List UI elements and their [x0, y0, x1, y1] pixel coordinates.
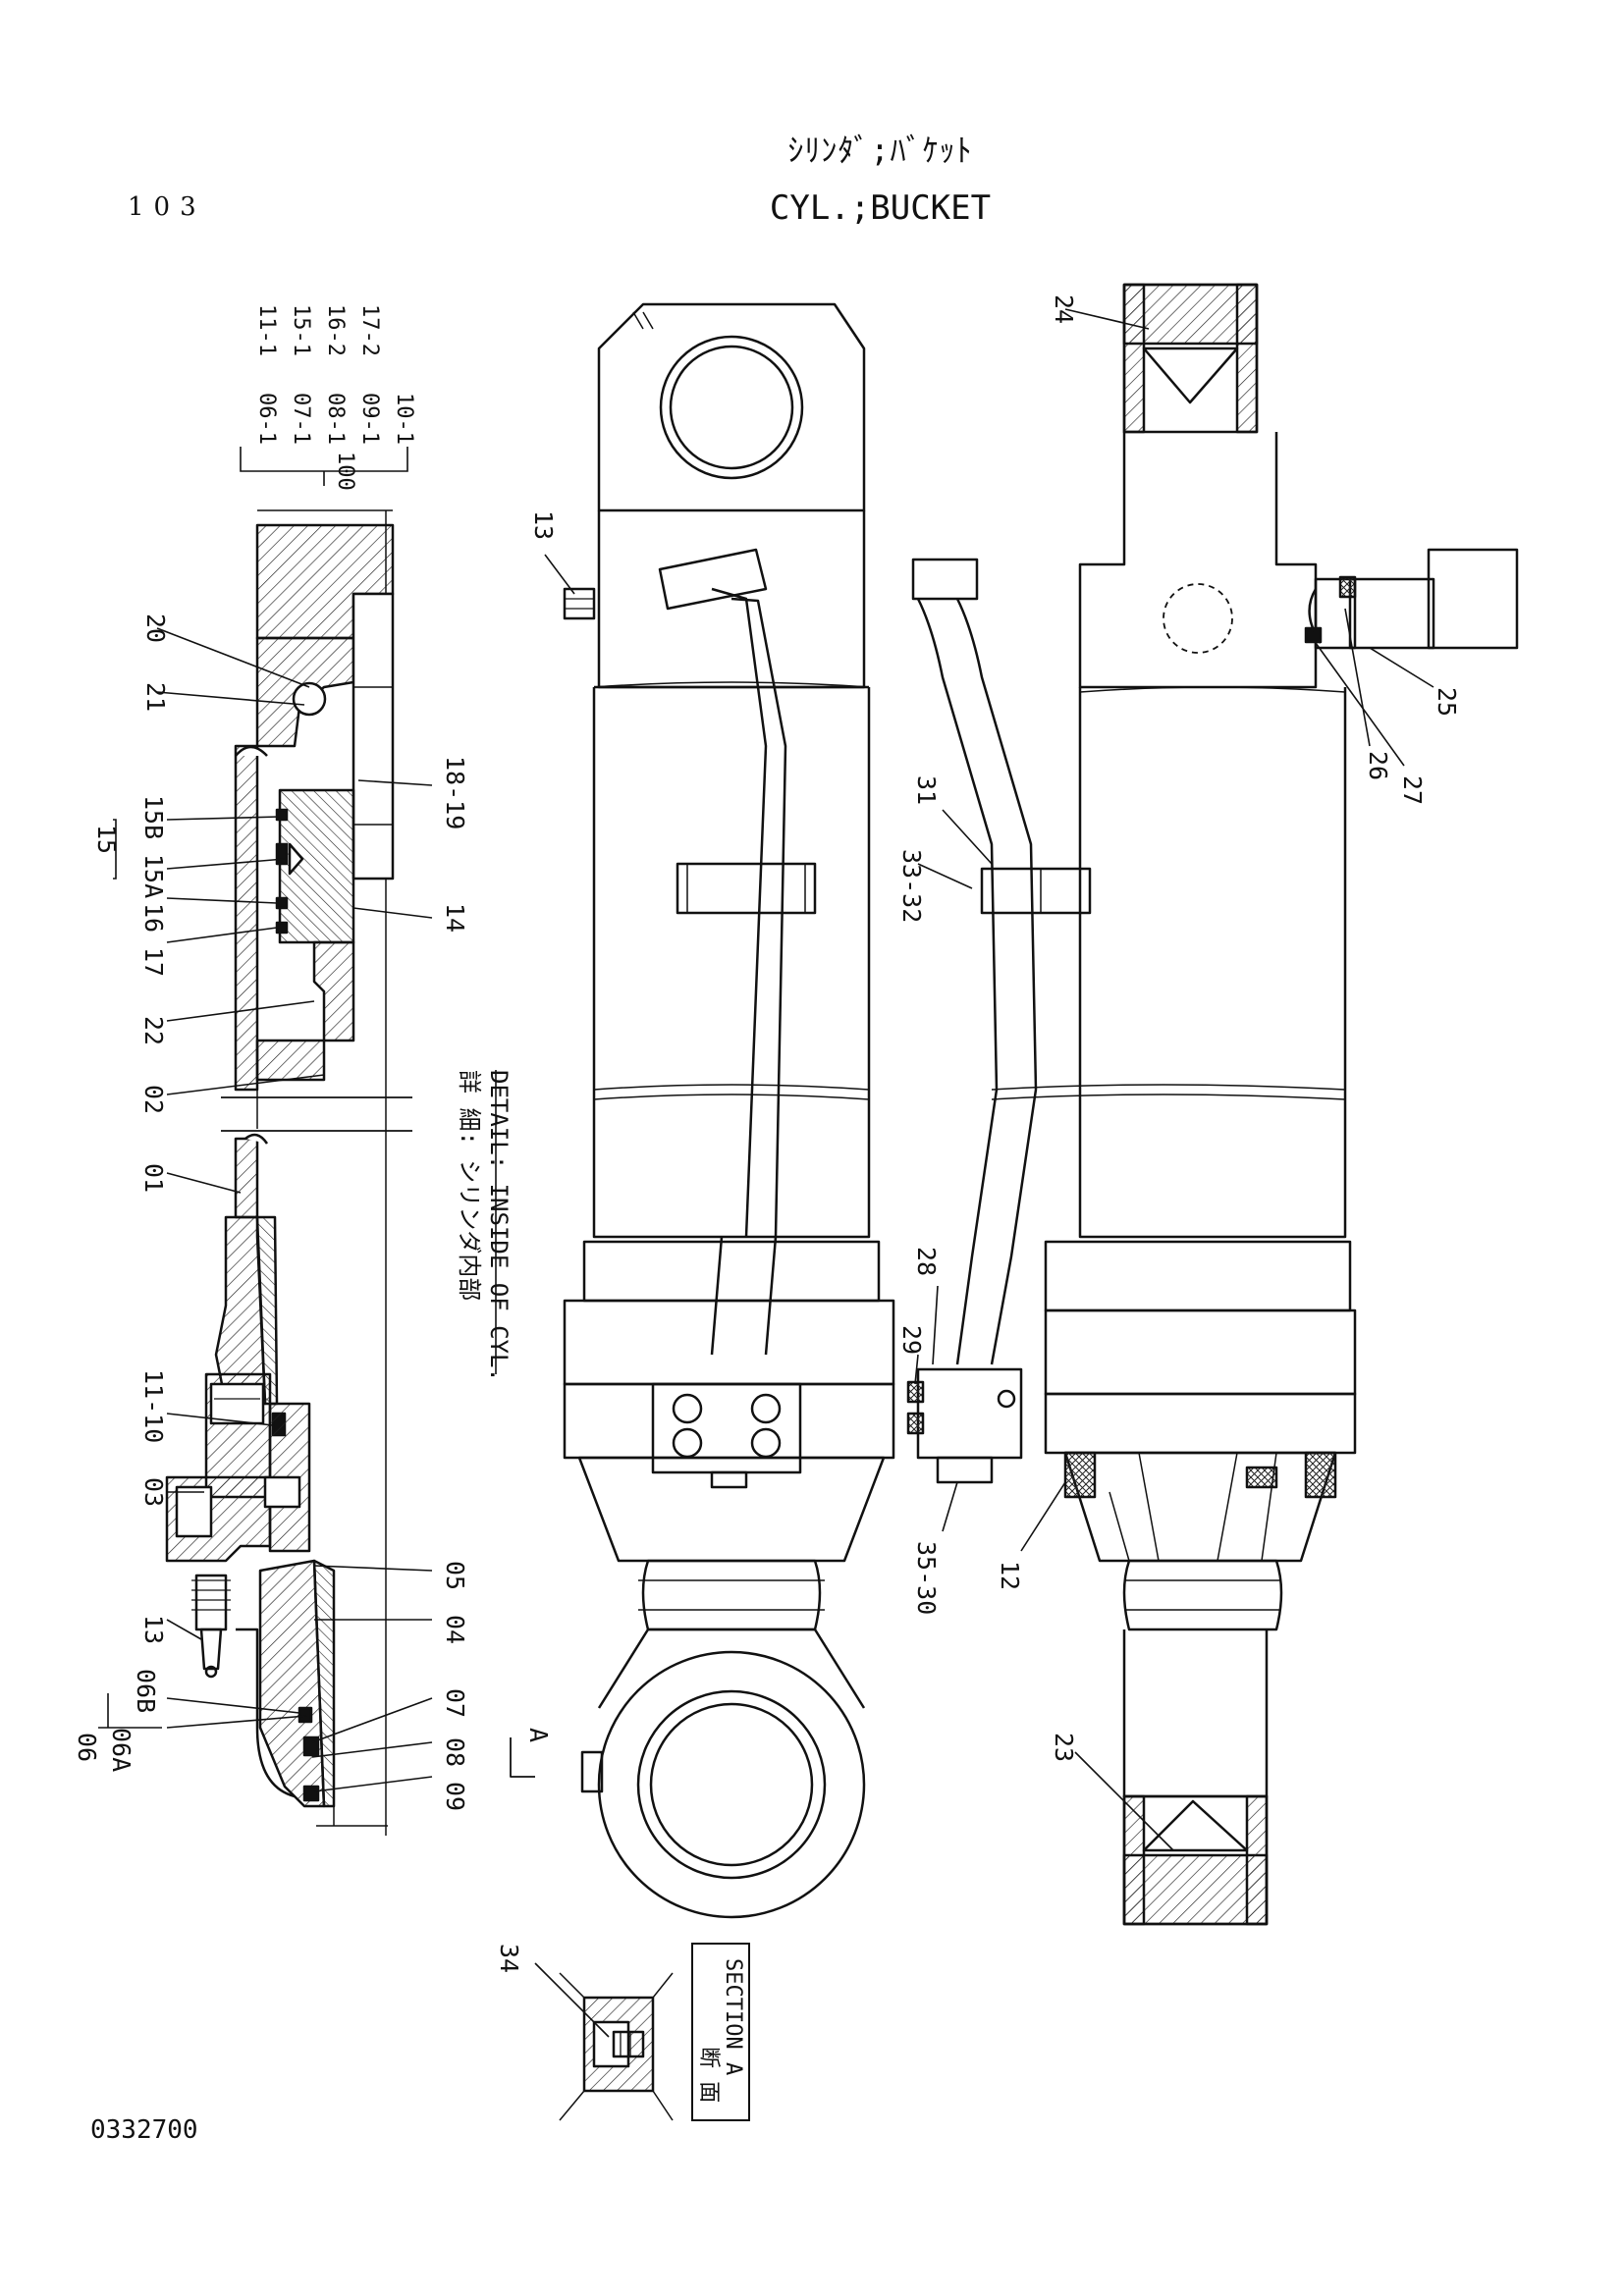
callout-13-left: 13 [139, 1615, 168, 1644]
callout-06: 06 [73, 1733, 101, 1762]
section-a-labels: 断 面 SECTION A [696, 1958, 745, 2103]
seal-kit-labels: 100 06-1 07-1 08-1 09-1 10-1 11-1 15-1 1… [254, 304, 416, 491]
callout-12: 12 [996, 1561, 1024, 1590]
callout-29: 29 [897, 1325, 926, 1355]
detail-note-en: DETAIL: INSIDE OF CYL. [485, 1070, 513, 1382]
cylinder-detail-section [165, 509, 412, 1836]
seal-kit-bracket [98, 447, 408, 1729]
callout-09: 09 [441, 1782, 469, 1811]
callout-26: 26 [1364, 751, 1392, 780]
callout-05: 05 [441, 1561, 469, 1590]
callout-25: 25 [1433, 687, 1461, 717]
callout-35-30: 35-30 [912, 1541, 941, 1615]
callout-03: 03 [139, 1477, 168, 1507]
seal-kit-item: 17-2 [357, 304, 382, 356]
section-a-detail [559, 1972, 674, 2121]
seal-kit-item: 10-1 [392, 393, 416, 445]
callout-07: 07 [441, 1688, 469, 1718]
callout-08: 08 [441, 1737, 469, 1767]
detail-note-jp: 詳 細: シリンダ内部 [456, 1070, 483, 1301]
cylinder-front-view [510, 302, 895, 1919]
section-note-jp: 断 面 [696, 2047, 721, 2103]
seal-kit-item: 06-1 [254, 393, 279, 445]
callout-18-19: 18-19 [441, 756, 469, 829]
section-note-en: SECTION A [721, 1958, 745, 2075]
callout-33-32: 33-32 [897, 849, 926, 923]
callout-06a: 06A [107, 1728, 135, 1772]
callout-15b: 15B [139, 795, 168, 839]
view-marker-a: A [524, 1728, 553, 1742]
detail-note: 詳 細: シリンダ内部 DETAIL: INSIDE OF CYL. [456, 1070, 513, 1382]
callout-labels: 20 21 18-19 15 15B 15A 16 17 14 22 02 01… [73, 294, 1461, 1973]
callout-02: 02 [139, 1085, 168, 1114]
callout-20: 20 [141, 614, 170, 643]
leader-lines [156, 308, 1434, 2038]
callout-31: 31 [912, 775, 941, 805]
callout-16: 16 [139, 903, 168, 933]
seal-kit-item: 15-1 [289, 304, 313, 356]
callout-22: 22 [139, 1016, 168, 1045]
seal-kit-parent: 100 [333, 452, 357, 491]
drawing-number: 0332700 [90, 2115, 198, 2145]
callout-15: 15 [92, 825, 121, 854]
callout-06b: 06B [132, 1669, 160, 1713]
seal-kit-item: 08-1 [323, 393, 348, 445]
callout-13-middle: 13 [529, 510, 558, 540]
callout-27: 27 [1398, 775, 1427, 805]
callout-34: 34 [495, 1944, 523, 1973]
callout-23: 23 [1050, 1733, 1078, 1762]
seal-kit-item: 09-1 [357, 393, 382, 445]
callout-24: 24 [1050, 294, 1078, 324]
callout-04: 04 [441, 1615, 469, 1644]
callout-17: 17 [139, 947, 168, 977]
title-english: CYL.;BUCKET [769, 188, 992, 228]
callout-15a: 15A [139, 854, 168, 898]
section-a-box [691, 1943, 750, 2121]
cylinder-side-view [906, 283, 1519, 1926]
callout-21: 21 [141, 682, 170, 712]
page-number: 103 [128, 192, 206, 222]
callout-01: 01 [139, 1163, 168, 1193]
seal-kit-item: 16-2 [323, 304, 348, 356]
callout-11-10: 11-10 [139, 1369, 168, 1443]
callout-28: 28 [912, 1247, 941, 1276]
seal-kit-item: 11-1 [254, 304, 279, 356]
title-japanese: ｼﾘﾝﾀﾞ;ﾊﾞｹｯﾄ [787, 132, 973, 169]
seal-kit-item: 07-1 [289, 393, 313, 445]
callout-14: 14 [441, 903, 469, 933]
